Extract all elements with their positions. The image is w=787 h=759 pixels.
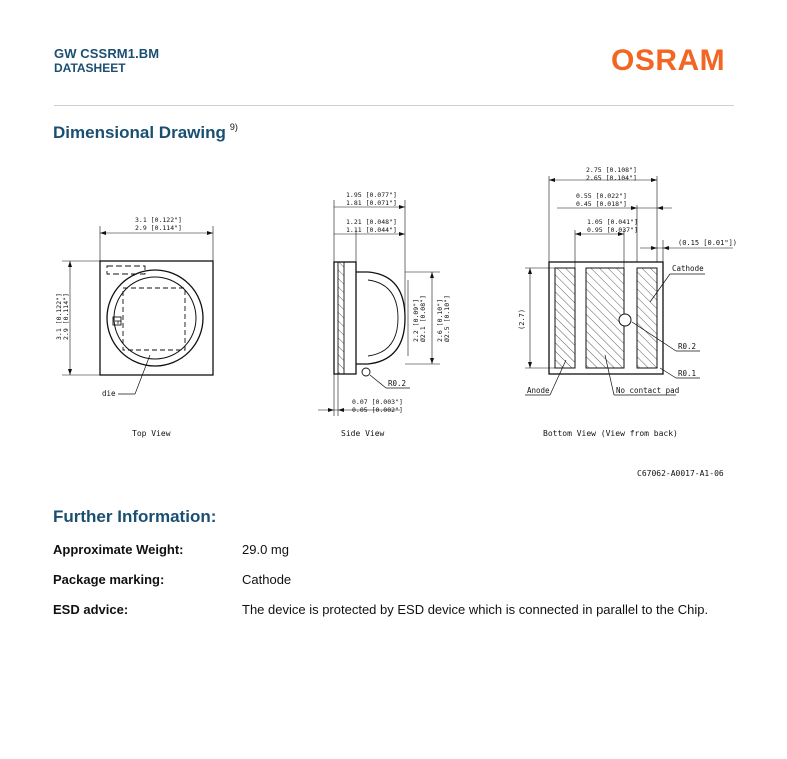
cathode-pad (636, 267, 658, 369)
further-information-heading: Further Information: (53, 507, 217, 526)
bottom-view-caption: Bottom View (View from back) (543, 429, 678, 438)
bottom-view: 2.75 [0.108"] 2.65 [0.104"] 0.55 [0.022"… (518, 166, 737, 438)
info-label: Approximate Weight: (53, 542, 184, 557)
top-view-width-dim-max: 3.1 [0.122"] (135, 216, 182, 224)
bottom-view-inner-dim-min: 0.95 [0.037"] (587, 226, 638, 234)
top-view-package-outline (99, 260, 214, 376)
top-view-cathode-mark (106, 265, 146, 275)
no-contact-pad-label: No contact pad (616, 386, 679, 395)
dimensional-drawing: 3.1 [0.122"] 2.9 [0.114"] 3.1 [0.122"] 2… (55, 166, 737, 478)
side-view-diameter1-min: Ø2.1 [0.08"] (419, 295, 427, 342)
header-divider (54, 105, 734, 106)
info-value: The device is protected by ESD device wh… (242, 602, 709, 617)
top-view-height-dim-min: 2.9 [0.114"] (62, 293, 70, 340)
side-view-top-dim-min: 1.81 [0.071"] (346, 199, 397, 207)
info-value: 29.0 mg (242, 542, 289, 557)
side-view-diameter2-min: Ø2.5 [0.10"] (443, 295, 451, 342)
top-view-height-dim-max: 3.1 [0.122"] (55, 293, 63, 340)
top-view-lens-outer (106, 269, 204, 367)
bottom-view-gap-dim: (0.15 [0.01"]) (678, 239, 737, 247)
cathode-label: Cathode (672, 264, 704, 273)
bottom-view-top-dim-min: 2.65 [0.104"] (586, 174, 637, 182)
document-type: DATASHEET (54, 61, 126, 75)
top-view-width-dim-min: 2.9 [0.114"] (135, 224, 182, 232)
top-view-lens-inner (113, 276, 197, 360)
side-view-top-dim-max: 1.95 [0.077"] (346, 191, 397, 199)
cathode-pad-notch (618, 313, 632, 327)
side-view-caption: Side View (341, 429, 385, 438)
document-header: GW CSSRM1.BM DATASHEET (54, 46, 160, 76)
side-view-mid-dim-min: 1.11 [0.044"] (346, 226, 397, 234)
side-view-diameter2-max: 2.6 [0.10"] (436, 299, 444, 342)
anode-label: Anode (527, 386, 550, 395)
side-view-diameter1-max: 2.2 [0.09"] (412, 299, 420, 342)
side-view-bottom-dim-max: 0.07 [0.003"] (352, 398, 403, 406)
bottom-view-top-dim-max: 2.75 [0.108"] (586, 166, 637, 174)
dimensional-drawing-title: Dimensional Drawing (53, 123, 226, 142)
die-label: die (102, 389, 116, 398)
bottom-view-inner-dim-max: 1.05 [0.041"] (587, 218, 638, 226)
side-view-radius-label: R0.2 (388, 379, 406, 388)
bottom-view-r02-label: R0.2 (678, 342, 696, 351)
footnote-marker: 9) (229, 122, 238, 132)
drawing-code: C67062-A0017-A1-06 (637, 469, 724, 478)
osram-logo: OSRAM (611, 44, 726, 77)
side-view: 1.95 [0.077"] 1.81 [0.071"] 1.21 [0.048"… (318, 191, 451, 438)
info-value: Cathode (242, 572, 292, 587)
side-view-mid-dim-max: 1.21 [0.048"] (346, 218, 397, 226)
anode-pad (554, 267, 576, 369)
bottom-view-height-dim: (2.7) (518, 309, 526, 330)
side-view-bottom-dim-min: 0.05 [0.002"] (352, 406, 403, 414)
top-view-die-square (122, 287, 186, 351)
product-name: GW CSSRM1.BM (54, 46, 160, 61)
side-view-substrate (333, 261, 357, 375)
bottom-view-r01-label: R0.1 (678, 369, 696, 378)
info-label: Package marking: (53, 572, 165, 587)
no-contact-pad (585, 267, 625, 369)
top-view-caption: Top View (132, 429, 171, 438)
bottom-view-package-outline (548, 261, 664, 375)
top-view: 3.1 [0.122"] 2.9 [0.114"] 3.1 [0.122"] 2… (55, 216, 214, 438)
bottom-view-mid-dim-max: 0.55 [0.022"] (576, 192, 627, 200)
info-label: ESD advice: (53, 602, 129, 617)
bottom-view-mid-dim-min: 0.45 [0.018"] (576, 200, 627, 208)
